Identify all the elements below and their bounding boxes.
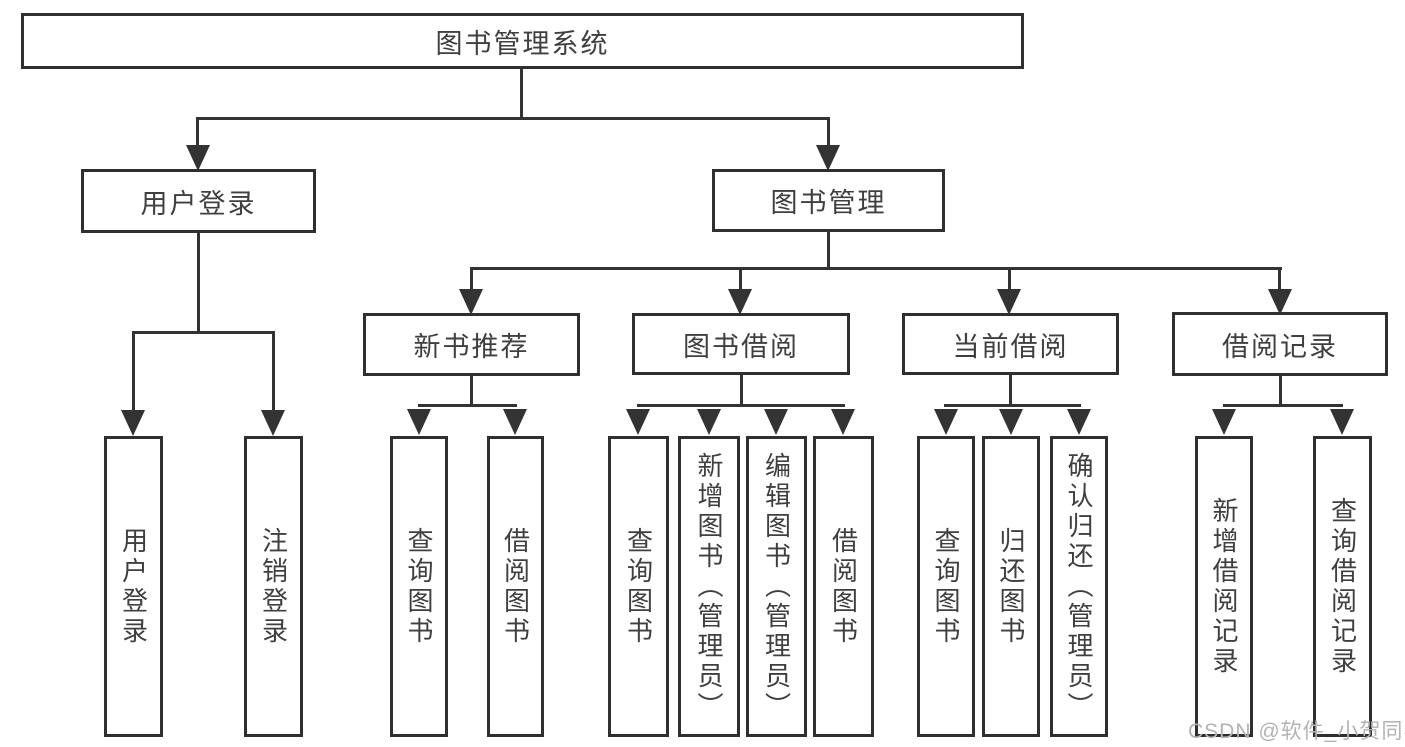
node-user-login-label: 用户登录 <box>140 188 257 219</box>
leaf-confirm-return-admin-label: 确认归还（管理员） <box>1064 451 1094 722</box>
arrow-down-icon <box>186 145 210 171</box>
node-root: 图书管理系统 <box>21 13 1024 69</box>
arrow-down-icon <box>697 409 721 435</box>
leaf-user-login: 用户登录 <box>104 436 163 737</box>
connector-line <box>1278 267 1281 292</box>
leaf-edit-books-admin: 编辑图书（管理员） <box>746 436 807 737</box>
connector-line <box>470 267 473 292</box>
leaf-recommend-query-books-label: 查询图书 <box>404 526 434 647</box>
connector-line <box>520 67 523 119</box>
watermark-text: CSDN @软件_小贺同学 <box>1188 720 1405 743</box>
connector-line <box>1008 267 1011 292</box>
arrow-down-icon <box>1330 409 1354 435</box>
leaf-recommend-borrow-books-label: 借阅图书 <box>500 526 531 647</box>
leaf-confirm-return-admin: 确认归还（管理员） <box>1050 436 1108 737</box>
arrow-down-icon <box>503 409 527 435</box>
node-root-label: 图书管理系统 <box>435 28 610 59</box>
leaf-recommend-query-books: 查询图书 <box>390 436 448 737</box>
leaf-borrow-books: 借阅图书 <box>813 436 874 737</box>
node-user-login: 用户登录 <box>81 169 316 233</box>
connector-line <box>197 117 830 120</box>
node-book-management-label: 图书管理 <box>770 188 887 218</box>
node-current-borrow: 当前借阅 <box>902 313 1119 375</box>
connector-line <box>1223 404 1343 407</box>
leaf-add-books-admin-label: 新增图书（管理员） <box>694 451 724 722</box>
connector-line <box>739 267 742 292</box>
arrow-down-icon <box>999 409 1023 435</box>
connector-line <box>197 233 200 333</box>
leaf-add-books-admin: 新增图书（管理员） <box>678 436 740 737</box>
leaf-add-borrow-record: 新增借阅记录 <box>1195 436 1253 737</box>
arrow-down-icon <box>459 289 483 315</box>
node-new-book-recommend: 新书推荐 <box>363 313 580 376</box>
arrow-down-icon <box>997 289 1021 315</box>
leaf-current-query-books-label: 查询图书 <box>931 526 961 647</box>
leaf-borrow-query-books-label: 查询图书 <box>623 526 654 647</box>
arrow-down-icon <box>934 409 958 435</box>
connector-line <box>827 117 830 147</box>
node-borrow-records-label: 借阅记录 <box>1222 331 1338 362</box>
connector-line <box>944 404 1081 407</box>
leaf-return-books: 归还图书 <box>982 436 1040 737</box>
node-new-book-recommend-label: 新书推荐 <box>413 332 530 362</box>
arrow-down-icon <box>728 289 752 315</box>
leaf-logout-label: 注销登录 <box>258 526 289 647</box>
node-book-borrow: 图书借阅 <box>632 313 850 375</box>
node-book-management: 图书管理 <box>712 169 945 232</box>
connector-line <box>132 331 135 411</box>
connector-line <box>827 230 830 270</box>
arrow-down-icon <box>121 410 145 436</box>
arrow-down-icon <box>261 410 285 436</box>
connector-line <box>470 375 473 407</box>
leaf-query-borrow-record: 查询借阅记录 <box>1313 436 1372 737</box>
leaf-return-books-label: 归还图书 <box>996 526 1026 647</box>
leaf-borrow-books-label: 借阅图书 <box>828 526 859 647</box>
arrow-down-icon <box>1067 409 1091 435</box>
connector-line <box>1279 375 1282 407</box>
connector-line <box>272 331 275 411</box>
leaf-current-query-books: 查询图书 <box>917 436 975 737</box>
leaf-logout: 注销登录 <box>244 436 303 737</box>
node-borrow-records: 借阅记录 <box>1172 312 1388 376</box>
arrow-down-icon <box>764 409 788 435</box>
connector-line <box>418 404 517 407</box>
connector-line <box>196 117 199 147</box>
node-current-borrow-label: 当前借阅 <box>952 331 1069 362</box>
arrow-down-icon <box>626 409 650 435</box>
leaf-edit-books-admin-label: 编辑图书（管理员） <box>761 451 792 722</box>
leaf-recommend-borrow-books: 借阅图书 <box>487 436 544 737</box>
arrow-down-icon <box>816 145 840 171</box>
arrow-down-icon <box>1268 289 1292 315</box>
connector-line <box>132 331 275 334</box>
connector-line <box>1009 375 1012 407</box>
arrow-down-icon <box>407 409 431 435</box>
node-book-borrow-label: 图书借阅 <box>683 331 799 362</box>
leaf-borrow-query-books: 查询图书 <box>608 436 669 737</box>
connector-line <box>740 375 743 407</box>
connector-line <box>637 404 845 407</box>
arrow-down-icon <box>1212 409 1236 435</box>
leaf-user-login-label: 用户登录 <box>118 526 149 647</box>
leaf-add-borrow-record-label: 新增借阅记录 <box>1209 496 1239 677</box>
connector-line <box>470 267 1282 270</box>
leaf-query-borrow-record-label: 查询借阅记录 <box>1327 496 1358 677</box>
arrow-down-icon <box>831 409 855 435</box>
